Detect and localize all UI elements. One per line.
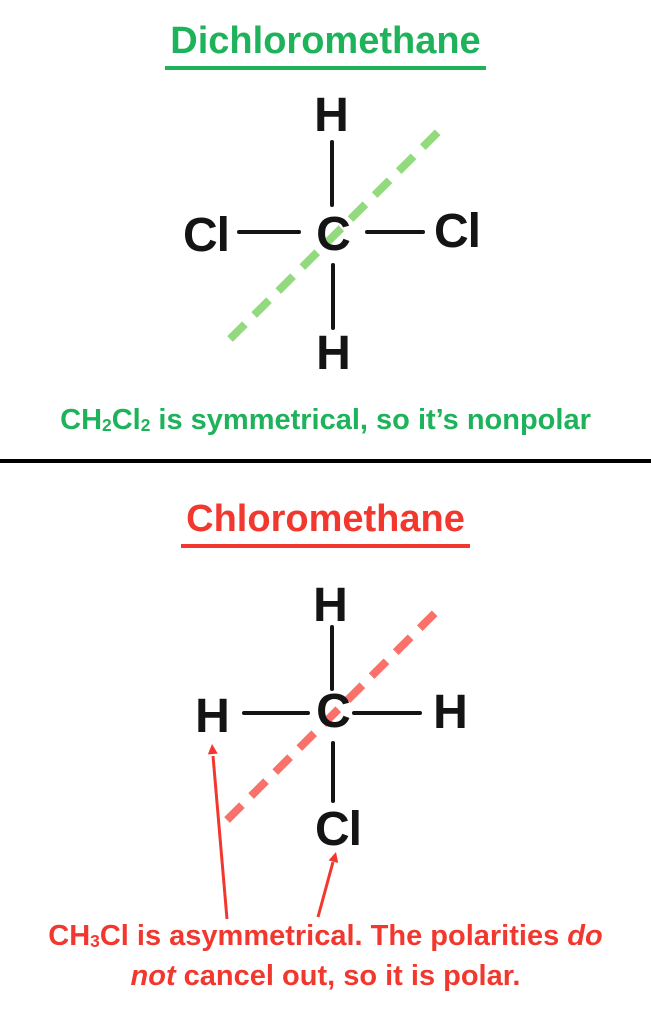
chloromethane-title-text: Chloromethane xyxy=(181,498,470,548)
caption2-formula-ch: CH xyxy=(48,920,91,952)
caption2-text-a: is asymmetrical. The polarities xyxy=(128,920,568,952)
caption2-italic-do: do xyxy=(567,920,603,952)
chloromethane-caption-line1: CH3Cl is asymmetrical. The polarities do xyxy=(0,916,651,956)
bond-c-h-left xyxy=(242,711,310,715)
arrow-line-to-hydrogen xyxy=(211,755,229,920)
atom-chlorine-left: Cl xyxy=(183,209,230,262)
atom-hydrogen-top: H xyxy=(314,89,349,142)
caption-formula-sub2a: 2 xyxy=(102,415,112,436)
bond-c-cl-left xyxy=(237,230,301,234)
dichloromethane-title: Dichloromethane xyxy=(0,20,651,70)
atom-chlorine-right: Cl xyxy=(434,205,481,258)
atom-hydrogen-left: H xyxy=(195,690,230,743)
bond-c-cl-right xyxy=(365,230,425,234)
bond-c-h-top xyxy=(330,140,334,207)
arrowhead-to-hydrogen-icon xyxy=(207,744,218,755)
atom-hydrogen-right: H xyxy=(433,686,468,739)
chloromethane-title: Chloromethane xyxy=(0,498,651,548)
dichloromethane-caption: CH2Cl2 is symmetrical, so it’s nonpolar xyxy=(0,400,651,440)
atom-carbon: C xyxy=(316,208,351,261)
caption2-text-b: cancel out, so it is polar. xyxy=(175,960,521,992)
bond-c-h-bottom xyxy=(331,263,335,330)
dichloromethane-title-text: Dichloromethane xyxy=(165,20,486,70)
atom-hydrogen-top-2: H xyxy=(313,579,348,632)
atom-chlorine-bottom: Cl xyxy=(315,803,362,856)
bond-c-cl-bottom xyxy=(331,741,335,803)
bond-c-h-right xyxy=(352,711,422,715)
caption2-italic-not: not xyxy=(130,960,176,992)
atom-hydrogen-bottom: H xyxy=(316,327,351,380)
chloromethane-caption: CH3Cl is asymmetrical. The polarities do… xyxy=(0,916,651,996)
section-divider xyxy=(0,459,651,463)
caption-formula-sub2b: 2 xyxy=(140,415,151,436)
arrow-line-to-chlorine xyxy=(316,861,335,918)
bond-c-h-top-2 xyxy=(330,625,334,691)
atom-carbon-2: C xyxy=(316,685,351,738)
caption2-formula-cl: Cl xyxy=(99,920,129,952)
caption-formula-ch: CH xyxy=(60,404,103,436)
caption-nonpolar-text: is symmetrical, so it’s nonpolar xyxy=(150,404,591,436)
chloromethane-caption-line2: not cancel out, so it is polar. xyxy=(0,956,651,996)
caption-formula-cl: Cl xyxy=(111,404,141,436)
caption2-formula-sub3: 3 xyxy=(90,931,100,952)
